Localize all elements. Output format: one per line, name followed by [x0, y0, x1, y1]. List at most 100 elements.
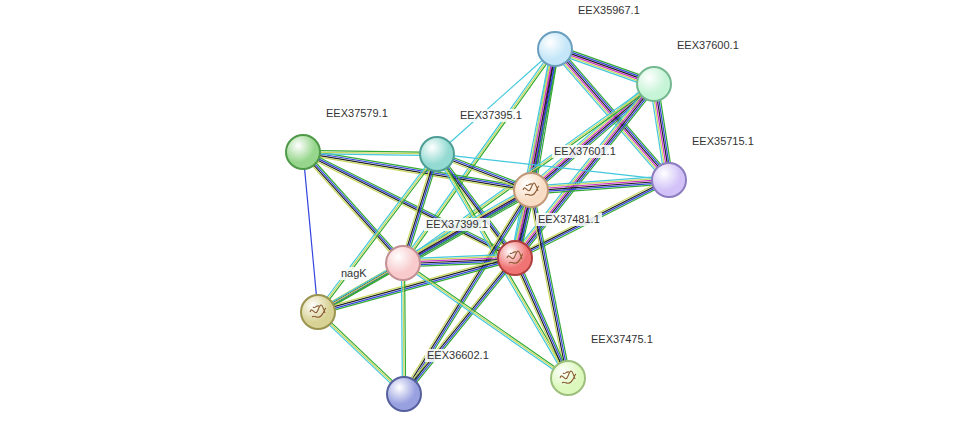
- evidence-strand: [420, 255, 498, 258]
- structure-squiggle: [560, 371, 576, 383]
- evidence-strand: [454, 158, 516, 182]
- interaction-edge: [411, 203, 524, 381]
- structure-icon: [503, 246, 527, 270]
- evidence-strand: [531, 188, 655, 251]
- structure-squiggle: [310, 305, 326, 317]
- evidence-strand: [531, 190, 655, 253]
- evidence-strand: [407, 170, 431, 247]
- structure-icon: [306, 300, 330, 324]
- evidence-strand: [414, 64, 546, 250]
- evidence-strand: [316, 163, 393, 249]
- evidence-strand: [401, 280, 403, 377]
- evidence-strand: [523, 95, 641, 242]
- protein-node: EEX35715.1: [651, 162, 687, 198]
- evidence-strand: [528, 99, 646, 246]
- evidence-strand: [314, 165, 391, 251]
- evidence-strand: [524, 96, 642, 243]
- evidence-strand: [403, 280, 405, 377]
- evidence-strand: [317, 162, 499, 253]
- structure-icon: [556, 366, 580, 390]
- evidence-strand: [572, 52, 639, 76]
- node-label: EEX37481.1: [536, 213, 602, 226]
- evidence-strand: [404, 280, 406, 377]
- structure-icon: [519, 178, 543, 202]
- evidence-strand: [532, 207, 563, 362]
- evidence-strand: [548, 179, 652, 187]
- evidence-strand: [329, 325, 390, 384]
- interaction-edge: [412, 62, 547, 250]
- evidence-strand: [320, 154, 420, 155]
- interaction-edge: [413, 270, 506, 383]
- protein-node: EEX37395.1: [419, 136, 455, 172]
- evidence-strand: [450, 60, 543, 142]
- node-label: EEX37600.1: [675, 39, 741, 52]
- evidence-strand: [412, 204, 521, 379]
- interaction-edge: [317, 158, 501, 253]
- evidence-strand: [526, 98, 644, 245]
- interaction-edge: [416, 271, 555, 369]
- evidence-strand: [416, 274, 553, 370]
- node-label: EEX37395.1: [458, 109, 524, 122]
- evidence-strand: [320, 151, 420, 152]
- structure-squiggle: [507, 251, 523, 263]
- node-label: EEX36602.1: [425, 349, 491, 362]
- protein-node: EEX37399.1: [385, 245, 421, 281]
- evidence-strand: [412, 62, 544, 248]
- evidence-strand: [524, 273, 563, 362]
- node-label: EEX37579.1: [324, 107, 390, 120]
- evidence-strand: [453, 159, 515, 183]
- interaction-edge: [450, 60, 543, 142]
- interaction-edge: [406, 170, 434, 248]
- evidence-strand: [530, 187, 654, 250]
- evidence-strand: [417, 273, 554, 369]
- evidence-strand: [409, 171, 433, 248]
- evidence-strand: [413, 63, 545, 249]
- node-label: EEX37475.1: [589, 333, 655, 346]
- evidence-strand: [453, 161, 515, 185]
- interaction-edge: [653, 100, 671, 164]
- interaction-edge: [402, 280, 406, 377]
- evidence-strand: [444, 170, 558, 365]
- node-label: EEX37399.1: [424, 218, 490, 231]
- structure-squiggle: [523, 183, 539, 195]
- protein-node: EEX36602.1: [386, 376, 422, 412]
- interaction-edge: [305, 169, 317, 295]
- protein-node: EEX37475.1: [550, 360, 586, 396]
- evidence-strand: [548, 177, 652, 185]
- evidence-strand: [406, 170, 430, 247]
- node-label: EEX35967.1: [576, 4, 642, 17]
- evidence-strand: [320, 152, 420, 153]
- evidence-strand: [415, 206, 524, 381]
- interaction-edge: [313, 163, 394, 252]
- interaction-edge: [320, 151, 420, 156]
- evidence-strand: [331, 323, 392, 382]
- evidence-strand: [330, 324, 391, 383]
- evidence-strand: [654, 101, 664, 163]
- protein-node: EEX37481.1: [497, 240, 533, 276]
- interaction-edge: [548, 177, 653, 193]
- protein-node: EEX37601.1: [513, 172, 549, 208]
- interaction-edge: [541, 92, 643, 182]
- evidence-strand: [315, 164, 392, 250]
- evidence-strand: [653, 101, 663, 163]
- protein-node: EEX35967.1: [537, 31, 573, 67]
- evidence-strand: [418, 271, 555, 367]
- protein-node: EEX37600.1: [636, 66, 672, 102]
- evidence-strand: [411, 203, 520, 378]
- evidence-strand: [535, 207, 565, 362]
- node-label: nagK: [339, 267, 369, 280]
- evidence-strand: [529, 100, 647, 247]
- node-label: EEX35715.1: [690, 135, 756, 148]
- evidence-strand: [534, 207, 564, 362]
- interaction-edge: [329, 323, 393, 384]
- node-label: EEX37601.1: [552, 145, 618, 158]
- evidence-strand: [305, 169, 317, 295]
- evidence-strand: [313, 166, 390, 252]
- evidence-strand: [447, 168, 505, 245]
- protein-node: nagK: [300, 294, 336, 330]
- evidence-strand: [537, 206, 568, 361]
- evidence-strand: [414, 205, 523, 380]
- evidence-strand: [319, 159, 501, 250]
- interaction-edge: [520, 273, 564, 364]
